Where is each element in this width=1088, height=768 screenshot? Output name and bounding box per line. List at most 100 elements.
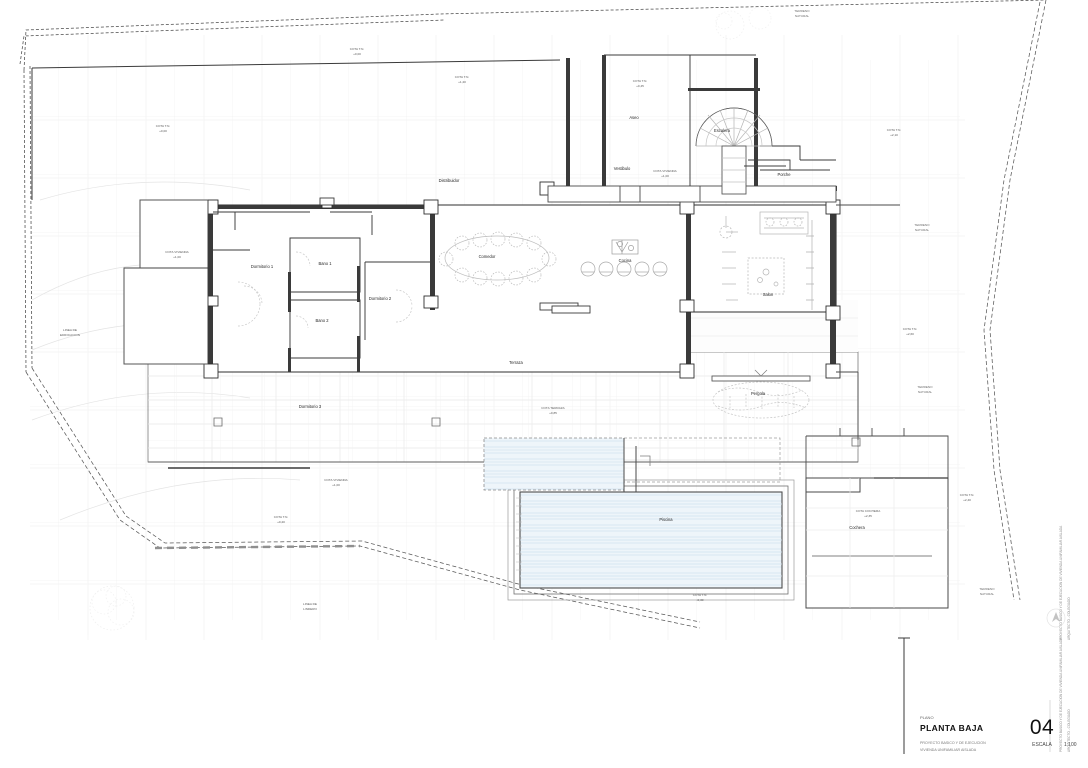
swimming-pool	[507, 479, 795, 601]
cota-annotation: COTA VIVIENDA+1,00	[653, 169, 677, 178]
room-label: Distribuidor	[439, 178, 460, 183]
terrain-sublabel: NATURAL	[980, 592, 994, 596]
cota-annotation: COTA T.N.-0,30	[693, 593, 708, 602]
terrain-sublabel: NATURAL	[918, 390, 932, 394]
cota-annotation: COTA T.N.+2,60	[903, 327, 918, 336]
right-side-walls	[836, 204, 900, 440]
room-label: Pergola	[751, 391, 766, 396]
cota-label: COTA T.N.	[274, 515, 289, 519]
side-vertical-text: PROYECTO BASICO Y DE EJECUCION DE VIVIEN…	[1059, 525, 1071, 752]
cota-annotation: COTA T.N.+0,00	[350, 47, 365, 56]
terrain-sublabel: NATURAL	[795, 14, 809, 18]
cota-annotation: COTA T.N.+1,20	[455, 75, 470, 84]
sheet-scale-value: 1:100	[1064, 742, 1077, 748]
room-label: Vestibulo	[614, 166, 631, 171]
terrain-label: TERRENO	[914, 223, 930, 227]
section-marks	[213, 417, 861, 447]
kitchen-island	[611, 239, 639, 255]
cota-annotation: COTA T.N.+0,00	[156, 124, 171, 133]
cochera-grid	[806, 478, 948, 608]
cota-value: +0,20	[277, 520, 285, 524]
salon-shelving	[806, 220, 814, 310]
terrain-label: TERRENO	[917, 385, 933, 389]
cota-label: COTA T.N.	[633, 79, 648, 83]
retaining-wall-top	[31, 59, 561, 200]
cota-label: COTA TERRAZA	[541, 406, 565, 410]
left-annex-edges	[123, 199, 208, 365]
salon-furniture	[719, 211, 809, 301]
side-text-1: PROYECTO BASICO Y DE EJECUCION DE VIVIEN…	[1059, 637, 1063, 752]
cota-value: LINDERO	[303, 607, 317, 611]
boundary-dotted-wall	[154, 544, 361, 550]
cota-label: COTA COCHERA	[856, 509, 881, 513]
cota-value: +2,35	[864, 514, 872, 518]
room-label: Cocina	[619, 258, 632, 263]
titleblock-subtitle-2: VIVIENDA UNIFAMILIAR AISLADA	[920, 748, 977, 752]
door-swing-symbols	[237, 251, 413, 329]
cota-label: COTA T.N.	[960, 493, 975, 497]
sheet-number: 04	[1030, 716, 1054, 739]
pool-solarium	[483, 437, 781, 491]
cota-value: +0,45	[636, 84, 644, 88]
cota-value: +1,00	[173, 255, 181, 259]
titleblock-plan-name: PLANTA BAJA	[920, 723, 983, 733]
cota-annotation: COTA T.N.+0,45	[633, 79, 648, 88]
room-label: Bano 2	[316, 318, 330, 323]
sheet-scale: ESCALA	[1032, 742, 1052, 748]
cota-label: COTA T.N.	[156, 124, 171, 128]
side-text-2: ARQUITECTO - COLEGIADO	[1067, 709, 1071, 752]
pool-step-ticks	[516, 497, 522, 571]
title-block: PLANO PLANTA BAJA PROYECTO BASICO Y DE E…	[898, 637, 1077, 754]
room-label: Escalera	[714, 128, 731, 133]
sliding-door-symbols	[319, 197, 591, 314]
cota-label: LINEA DE	[303, 602, 317, 606]
pool-edge-details	[623, 438, 637, 492]
north-arrow-icon	[1046, 608, 1066, 628]
room-label: Piscina	[659, 517, 673, 522]
entry-ramp	[744, 159, 830, 171]
cota-value: +2,60	[906, 332, 914, 336]
cota-label: COTA VIVIENDA	[653, 169, 677, 173]
cota-label: COTA VIVIENDA	[165, 250, 189, 254]
cochera-approach	[805, 428, 949, 478]
room-label: Dormitorio 1	[251, 264, 274, 269]
property-boundary	[19, 0, 1047, 373]
cota-value: +2,40	[963, 498, 971, 502]
cota-value: EDIFICACION	[60, 333, 80, 337]
terrain-notes: TERRENONATURALTERRENONATURALTERRENONATUR…	[794, 9, 995, 596]
left-wing-thick-walls	[288, 266, 360, 372]
tree-canopy-icon	[89, 6, 772, 631]
cota-label: COTA T.N.	[455, 75, 470, 79]
cota-annotation: COTA COCHERA+2,35	[856, 509, 881, 518]
cota-annotation: COTA T.N.+0,20	[274, 515, 289, 524]
terrain-sublabel: NATURAL	[915, 228, 929, 232]
cota-annotation: COTA VIVIENDA+1,00	[165, 250, 189, 259]
room-label: Aseo	[629, 115, 639, 120]
pergola-structure	[711, 369, 811, 419]
terrain-label: TERRENO	[979, 587, 995, 591]
room-label: Salon	[763, 292, 774, 297]
cota-value: -0,30	[696, 598, 703, 602]
cota-annotation: COTA VIVIENDA+1,00	[324, 478, 348, 487]
cota-label: COTA T.N.	[350, 47, 365, 51]
side-text-3: PROYECTO BASICO Y DE EJECUCION DE VIVIEN…	[1059, 525, 1063, 640]
room-label: Dormitorio 2	[369, 296, 392, 301]
cota-annotation: COTA TERRAZA+0,85	[541, 406, 565, 415]
room-label: Bano 1	[319, 261, 333, 266]
room-label: Porche	[778, 172, 792, 177]
cota-value: +0,00	[353, 52, 361, 56]
room-label: Cochera	[849, 525, 865, 530]
spiral-staircase	[695, 107, 773, 195]
cota-label: COTA T.N.	[903, 327, 918, 331]
cota-label: LINEA DE	[63, 328, 77, 332]
side-text-4: ARQUITECTO - COLEGIADO	[1067, 597, 1071, 640]
cota-label: COTA VIVIENDA	[324, 478, 348, 482]
